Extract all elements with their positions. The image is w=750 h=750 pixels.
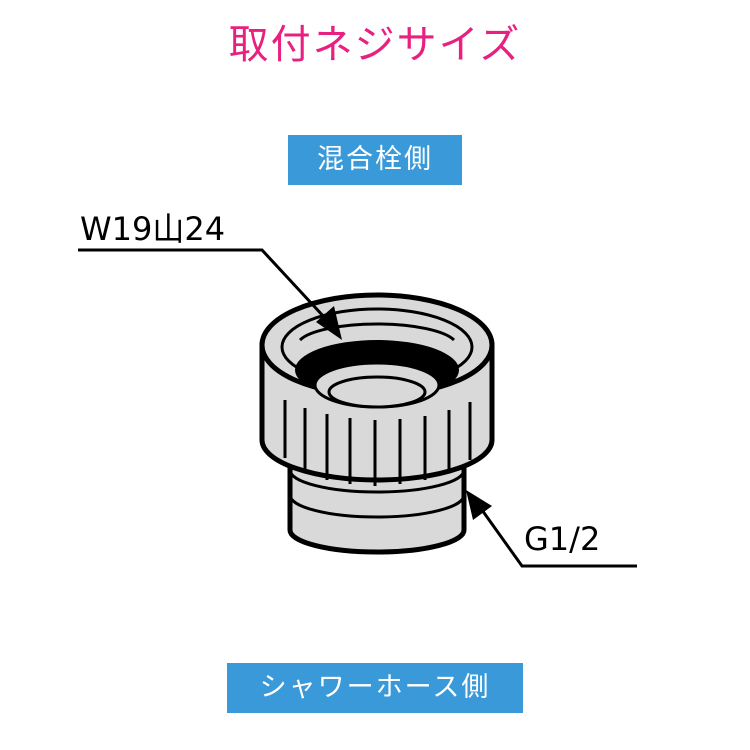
adapter-part bbox=[259, 292, 495, 555]
shower-hose-side-label: シャワーホース側 bbox=[227, 663, 523, 713]
knurl-lines bbox=[283, 400, 472, 486]
page-title: 取付ネジサイズ bbox=[228, 22, 522, 68]
arrow-bottom-icon bbox=[466, 490, 492, 520]
faucet-thread-spec: W19山24 bbox=[80, 210, 226, 248]
faucet-side-label: 混合栓側 bbox=[288, 135, 462, 185]
arrow-top-icon bbox=[316, 306, 342, 340]
hose-thread-spec: G1/2 bbox=[524, 520, 601, 558]
leader-lines bbox=[78, 248, 637, 568]
